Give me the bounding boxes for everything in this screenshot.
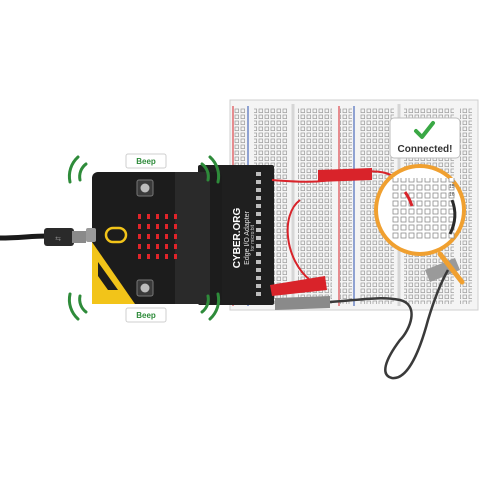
microbit-logo: [104, 226, 128, 244]
red-alligator-clip: [270, 168, 372, 296]
svg-text:⇆: ⇆: [55, 236, 61, 243]
magnifier: 15 16: [374, 164, 466, 285]
gray-alligator-clip: [275, 258, 460, 310]
connected-text: Connected!: [398, 144, 453, 155]
usb-plug-icon: ⇆: [0, 228, 86, 246]
beep-label-bottom: Beep: [125, 307, 167, 323]
adapter-line1: Edge I/O Adapter: [244, 210, 251, 264]
check-icon: [414, 121, 435, 139]
svg-text:Beep: Beep: [136, 157, 156, 166]
magnifier-number-16: 16: [449, 192, 455, 198]
magnifier-number-15: 15: [449, 184, 455, 190]
led-matrix: [138, 214, 177, 259]
sound-wave-icon: [67, 155, 221, 321]
svg-text:Beep: Beep: [136, 311, 156, 320]
connected-badge: Connected!: [389, 117, 461, 159]
adapter-line2: for micro:bit: [250, 224, 256, 251]
black-wire: [329, 269, 450, 380]
adapter-brand: CYBER.ORG: [232, 207, 243, 268]
button-b: [136, 279, 154, 297]
beep-label-top: Beep: [125, 153, 167, 169]
button-a: [136, 179, 154, 197]
microbit-board: [86, 172, 222, 304]
